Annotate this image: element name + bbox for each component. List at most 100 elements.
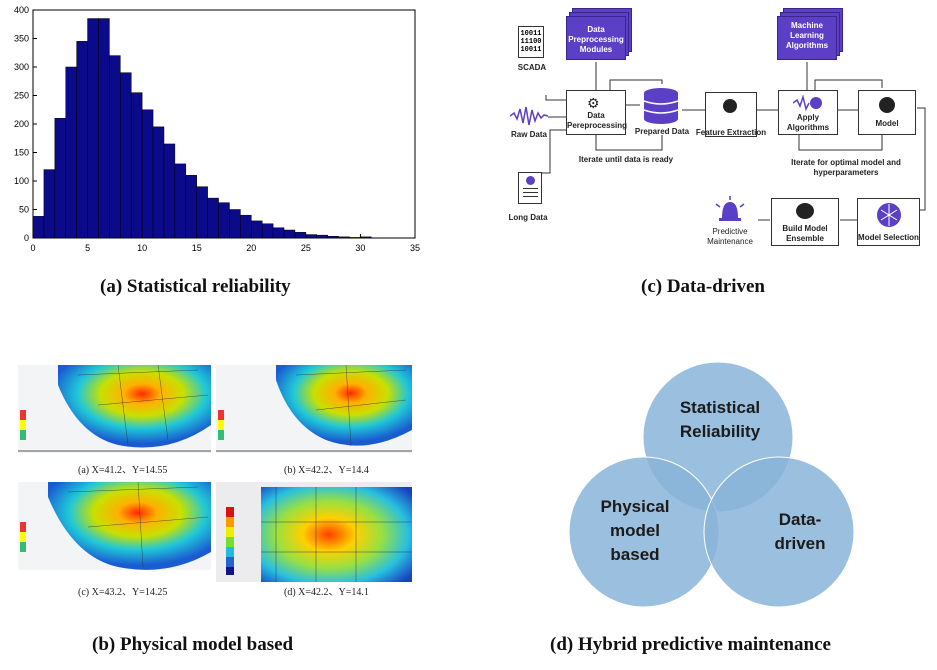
histogram-bar: [163, 143, 176, 239]
waveform-icon: [510, 106, 549, 126]
y-tick-label: 50: [19, 205, 29, 215]
model-selection-node: Model Selection: [857, 198, 920, 246]
x-tick-label: 0: [30, 243, 35, 253]
venn-label-right: Data- driven: [774, 510, 826, 553]
y-tick-label: 300: [14, 62, 29, 72]
histogram-bar: [65, 66, 77, 239]
histogram-bar: [120, 72, 132, 239]
database-icon: [643, 88, 679, 124]
document-icon: [518, 172, 542, 204]
feature-icon: [723, 99, 737, 113]
build-ensemble-node: Build Model Ensemble: [771, 198, 839, 246]
fe-image-d: [216, 482, 412, 582]
x-tick-label: 35: [410, 243, 420, 253]
fe-caption-a: (a) X=41.2、Y=14.55: [78, 465, 168, 476]
histogram-bar: [349, 237, 361, 239]
ensemble-icon: [796, 203, 814, 219]
data-preprocessing-node: ⚙ Data Pereprocessing: [566, 90, 628, 135]
y-tick-label: 0: [24, 233, 29, 243]
histogram-bar: [283, 229, 296, 239]
selection-icon: [877, 203, 901, 227]
histogram-bar: [338, 236, 350, 239]
brain-wave-icon: [793, 94, 822, 112]
histogram-bar: [305, 234, 318, 239]
build-ensemble-label: Build Model Ensemble: [782, 224, 828, 243]
x-tick-label: 5: [85, 243, 90, 253]
model-selection-label: Model Selection: [858, 233, 919, 242]
model-node: Model: [858, 90, 916, 135]
predictive-maintenance-label: Predictive Maintenance: [707, 227, 753, 246]
alarm-icon: [715, 196, 745, 221]
caption-b: (b) Physical model based: [92, 634, 294, 655]
fe-caption-c: (c) X=43.2、Y=14.25: [78, 587, 168, 598]
histogram-bar: [130, 92, 143, 239]
x-tick-label: 25: [301, 243, 311, 253]
data-driven-flow: 10011 11100 10011 SCADA Raw Data Long Da…: [500, 0, 937, 265]
apply-algorithms-label: Apply Algorithms: [786, 113, 830, 132]
fe-image-b: [216, 364, 412, 453]
fe-images: [18, 364, 412, 582]
y-tick-label: 200: [14, 119, 29, 129]
long-data-label: Long Data: [508, 213, 548, 222]
x-tick-label: 20: [246, 243, 256, 253]
machine-learning-algorithms: Machine Learning Algorithms: [777, 16, 837, 60]
histogram-bar: [185, 175, 197, 239]
x-tick-label: 30: [355, 243, 365, 253]
fe-image-a: [18, 364, 211, 453]
histogram-bars: [32, 18, 372, 239]
histogram-bar: [152, 126, 165, 239]
y-tick-label: 100: [14, 176, 29, 186]
circle-data-driven: [703, 456, 855, 608]
x-axis-ticks: 0 5 10 15 20 25 30 35: [30, 234, 420, 253]
raw-data-label: Raw Data: [510, 130, 547, 139]
histogram-bar: [141, 109, 154, 239]
iterate-data-label: Iterate until data is ready: [578, 155, 674, 164]
y-tick-label: 350: [14, 34, 29, 44]
prepared-data-label: Prepared Data: [634, 127, 690, 136]
histogram-chart: 0 50 100 150 200 250 300 350 400 0 5 10 15 20 25 30 35: [14, 5, 420, 253]
iterate-model-label: Iterate for optimal model and hyperparam…: [791, 158, 901, 177]
histogram-bar: [43, 169, 56, 239]
histogram-bar: [261, 223, 274, 239]
histogram-bar: [174, 163, 187, 239]
caption-c: (c) Data-driven: [641, 276, 765, 297]
histogram-bar: [327, 236, 339, 239]
venn-diagram: [568, 361, 855, 608]
y-axis-ticks: 0 50 100 150 200 250 300 350 400: [14, 5, 37, 243]
data-preprocessing-modules: Data Preprocessing Modules: [566, 16, 626, 60]
venn-label-left: Physical model based: [600, 497, 670, 564]
histogram-bar: [316, 234, 328, 239]
y-tick-label: 250: [14, 91, 29, 101]
histogram-bar: [109, 55, 121, 239]
x-tick-label: 10: [137, 243, 147, 253]
histogram-bar: [32, 216, 45, 239]
y-tick-label: 400: [14, 5, 29, 15]
histogram-bar: [98, 18, 110, 239]
histogram-bar: [87, 18, 99, 239]
fe-caption-b: (b) X=42.2、Y=14.4: [284, 465, 369, 476]
histogram-bar: [294, 232, 307, 239]
caption-a: (a) Statistical reliability: [100, 276, 291, 297]
histogram-bar: [196, 186, 208, 239]
fe-caption-d: (d) X=42.2、Y=14.1: [284, 587, 369, 598]
fe-image-c: [18, 481, 211, 570]
venn-label-top: Statistical Reliability: [679, 398, 761, 441]
histogram-bar: [218, 202, 230, 239]
apply-algorithms-node: Apply Algorithms: [778, 90, 838, 135]
x-tick-label: 15: [192, 243, 202, 253]
scada-icon: 10011 11100 10011: [518, 26, 544, 58]
histogram-bar: [251, 220, 263, 239]
histogram-bar: [54, 118, 66, 239]
histogram-bar: [240, 214, 252, 239]
flow-connectors: [542, 62, 926, 221]
y-tick-label: 150: [14, 148, 29, 158]
data-preprocessing-label: Data Pereprocessing: [567, 111, 628, 130]
fe-simulation-grid: (a) X=41.2、Y=14.55 (b) X=42.2、Y=14.4 (c)…: [18, 364, 412, 602]
feature-extraction-node: [705, 92, 757, 137]
histogram-bar: [76, 41, 88, 239]
model-label: Model: [875, 119, 899, 128]
model-icon: [879, 97, 895, 113]
feature-extraction-label: Feature Extraction: [695, 128, 767, 137]
caption-d: (d) Hybrid predictive maintenance: [550, 634, 831, 655]
gears-icon: ⚙: [587, 95, 600, 111]
